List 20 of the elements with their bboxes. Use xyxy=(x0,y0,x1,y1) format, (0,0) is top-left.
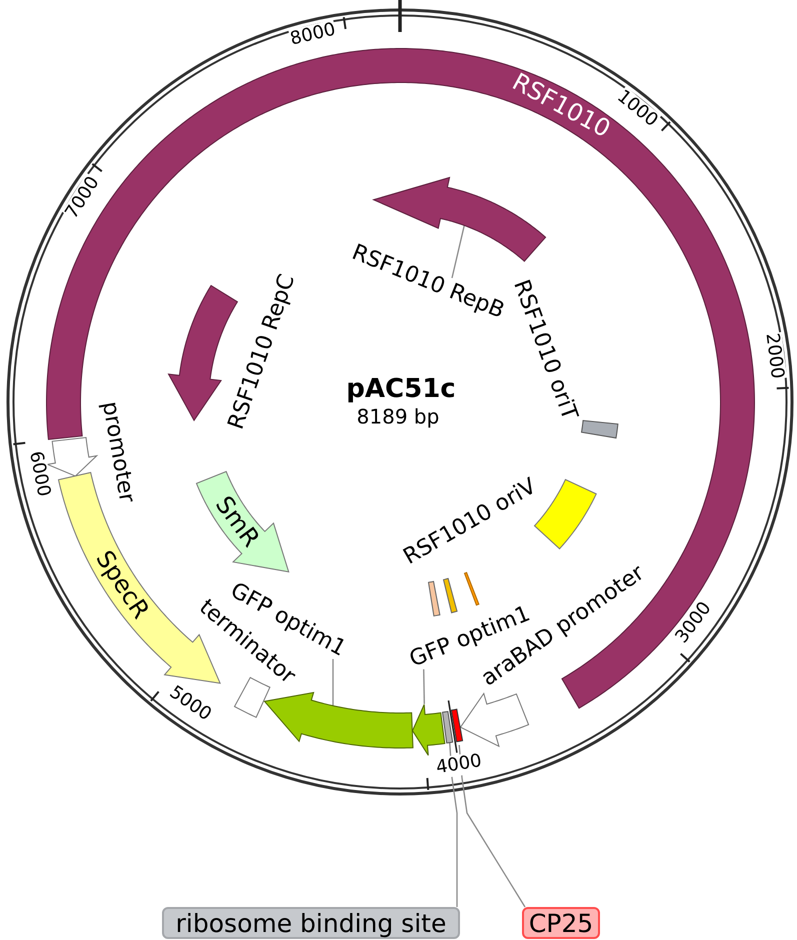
feature-label: promoter xyxy=(96,400,140,504)
feature-bar xyxy=(428,581,441,617)
leader-line xyxy=(458,744,526,908)
plasmid-size: 8189 bp xyxy=(356,406,440,428)
feature-bar xyxy=(447,700,463,753)
feature-callout: ribosome binding site xyxy=(162,907,460,939)
directional-feature xyxy=(412,704,446,756)
directional-feature xyxy=(264,692,414,748)
feature-box xyxy=(580,420,618,439)
feature-bar xyxy=(442,710,454,744)
feature-bar xyxy=(442,578,458,614)
feature-callout: CP25 xyxy=(522,907,600,939)
scale-label: 4000 xyxy=(434,751,483,780)
directional-feature xyxy=(459,692,529,748)
plasmid-name: pAC51c xyxy=(346,375,456,405)
feature-bar xyxy=(463,572,480,606)
feature-box xyxy=(534,478,598,550)
leader-line xyxy=(451,225,465,278)
leader-line xyxy=(423,669,425,704)
leader-line xyxy=(332,659,334,706)
